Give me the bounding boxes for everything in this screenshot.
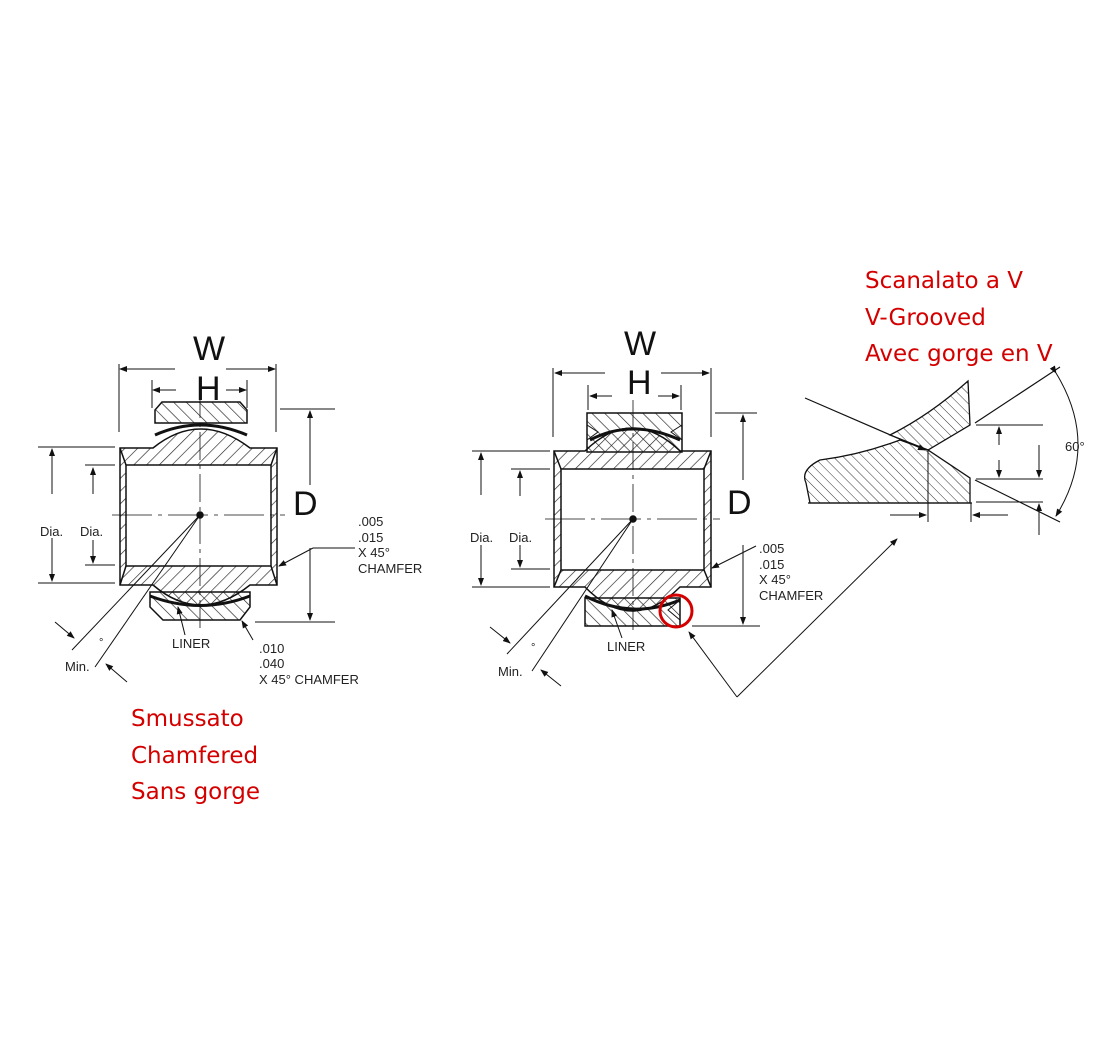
caption-french: Avec gorge en V bbox=[865, 341, 1053, 367]
caption-italian: Scanalato a V bbox=[865, 268, 1024, 294]
caption-italian: Smussato bbox=[131, 706, 244, 732]
middle-h-label: H bbox=[627, 364, 652, 402]
left-bearing-drawing bbox=[38, 364, 355, 683]
left-outer-chamfer-2: .040 bbox=[259, 656, 284, 671]
middle-bearing-drawing bbox=[472, 368, 898, 698]
left-bore-chamfer-4: CHAMFER bbox=[358, 561, 422, 576]
left-h-label: H bbox=[196, 370, 221, 408]
middle-drawing-text: W H D Dia. Dia. ° Min. LINER .005 .015 X… bbox=[470, 325, 823, 679]
middle-w-label: W bbox=[624, 325, 656, 363]
left-min-label: Min. bbox=[65, 659, 90, 674]
left-bore-chamfer-3: X 45° bbox=[358, 545, 390, 560]
left-d-label: D bbox=[293, 485, 318, 523]
middle-d-label: D bbox=[727, 484, 752, 522]
middle-bore-chamfer-2: .015 bbox=[759, 557, 784, 572]
groove-highlight-circle bbox=[658, 593, 694, 629]
left-drawing-text: W H D Dia. Dia. ° Min. LINER .005 .015 X… bbox=[40, 330, 422, 687]
left-bore-chamfer-1: .005 bbox=[358, 514, 383, 529]
angle-label: 60° bbox=[1065, 439, 1085, 454]
middle-min-label: Min. bbox=[498, 664, 523, 679]
v-groove-detail-drawing bbox=[803, 365, 1079, 535]
left-outer-dia-label: Dia. bbox=[40, 524, 63, 539]
left-bore-chamfer-2: .015 bbox=[358, 530, 383, 545]
left-w-label: W bbox=[193, 330, 225, 368]
middle-outer-dia-label: Dia. bbox=[470, 530, 493, 545]
left-outer-chamfer-3: X 45° CHAMFER bbox=[259, 672, 359, 687]
middle-inner-dia-label: Dia. bbox=[509, 530, 532, 545]
left-inner-dia-label: Dia. bbox=[80, 524, 103, 539]
middle-liner-label: LINER bbox=[607, 639, 645, 654]
caption-french: Sans gorge bbox=[131, 779, 261, 805]
middle-bore-chamfer-4: CHAMFER bbox=[759, 588, 823, 603]
middle-bore-chamfer-3: X 45° bbox=[759, 572, 791, 587]
middle-bore-chamfer-1: .005 bbox=[759, 541, 784, 556]
v-groove-caption: Scanalato a V V-Grooved Avec gorge en V bbox=[865, 263, 1053, 373]
middle-degree-mark: ° bbox=[531, 642, 535, 654]
chamfered-caption: Smussato Chamfered Sans gorge bbox=[131, 701, 260, 811]
caption-english: Chamfered bbox=[131, 742, 259, 769]
left-degree-mark: ° bbox=[99, 637, 103, 649]
left-liner-label: LINER bbox=[172, 636, 210, 651]
left-outer-chamfer-1: .010 bbox=[259, 641, 284, 656]
caption-english: V-Grooved bbox=[865, 304, 986, 331]
